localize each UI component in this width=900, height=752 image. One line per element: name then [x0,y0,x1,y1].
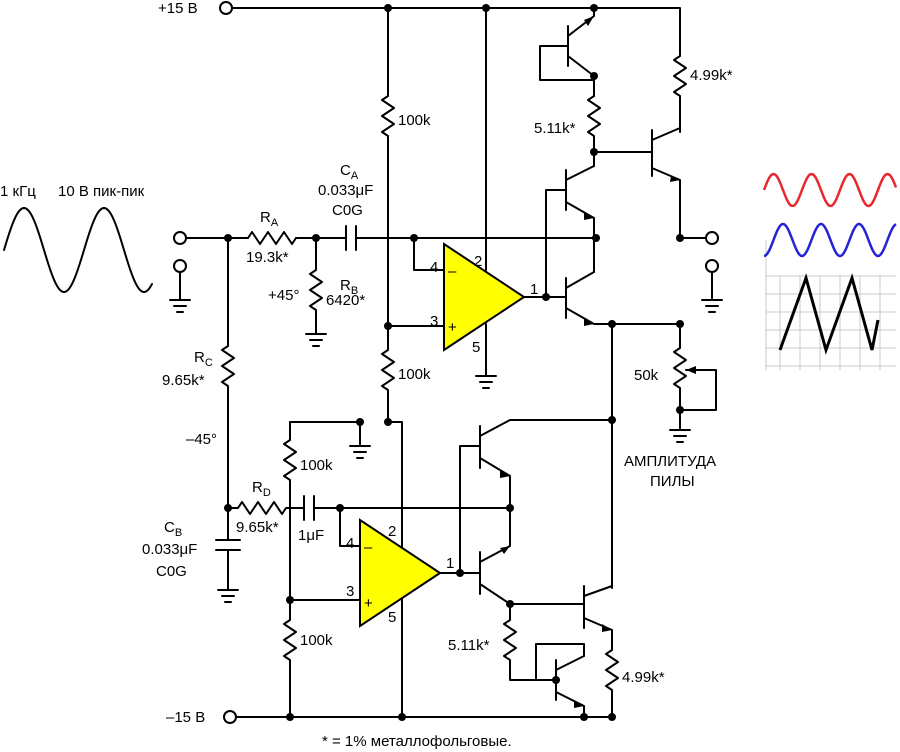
svg-text:4.99k*: 4.99k* [622,669,665,686]
svg-text:5.11k*: 5.11k* [448,637,490,654]
sawtooth-wave [778,273,880,355]
svg-text:5: 5 [472,339,480,356]
negative-rail-label: –15 В [166,709,205,726]
resistor-rc: RC 9.65k* [162,345,235,509]
capacitor-ca: CA 0.033μF C0G [318,162,373,251]
resistor-ra: RA 19.3k* [246,209,297,266]
capacitor-1uf: 1μF [298,495,324,544]
output-waveforms [762,172,898,370]
op-amp-2: – + 4 3 2 5 1 [346,518,454,628]
svg-text:0.033μF: 0.033μF [142,541,197,558]
resistor-100k-upper-top: 100k [381,7,431,327]
svg-text:19.3k*: 19.3k* [246,249,289,266]
resistor-rd: RD 9.65k* [227,479,305,536]
svg-text:C0G: C0G [156,563,187,580]
resistor-100k-lower-top: 100k [283,421,333,601]
svg-text:0.033μF: 0.033μF [318,182,373,199]
svg-text:CA: CA [340,162,359,182]
svg-text:1: 1 [530,281,538,298]
output-terminal [705,231,719,245]
blue-sine-wave [763,222,897,258]
svg-text:100k: 100k [398,366,431,383]
transistor-mirror-top [539,7,595,97]
input-sine-wave [3,207,153,293]
freq-label: 1 кГц [0,183,36,200]
svg-text:1: 1 [446,555,454,572]
svg-text:100k: 100k [398,112,431,129]
svg-text:9.65k*: 9.65k* [162,372,205,389]
svg-text:2: 2 [474,253,482,270]
potentiometer-50k: 50k АМПЛИТУДА ПИЛЫ [624,323,717,490]
negative-rail: –15 В [166,709,609,726]
svg-text:5.11k*: 5.11k* [534,120,576,137]
footnote: * = 1% металлофольговые. [322,733,512,750]
svg-text:RC: RC [194,349,213,369]
svg-text:–: – [448,263,457,280]
svg-text:100k: 100k [300,632,333,649]
svg-text:4: 4 [430,259,438,276]
resistor-100k-upper-bottom: 100k [381,325,431,423]
svg-text:3: 3 [346,583,354,600]
svg-text:6420*: 6420* [326,292,365,309]
svg-text:9.65k*: 9.65k* [236,519,279,536]
resistor-rb: RB 6420* +45° [268,237,365,347]
resistor-511k-lower: 5.11k* [448,603,557,681]
svg-text:1μF: 1μF [298,527,324,544]
input-ground-terminal [173,259,187,273]
svg-text:4: 4 [346,535,354,552]
transistor-q3-lower [509,585,613,632]
red-sine-wave [762,172,898,208]
capacitor-cb: CB 0.033μF C0G [142,507,241,603]
svg-text:50k: 50k [634,367,659,384]
transistor-q2-lower [479,507,511,605]
svg-text:RA: RA [260,209,279,229]
resistor-511k-upper: 5.11k* [534,95,601,153]
amplitude-label: 10 В пик-пик [58,183,145,200]
svg-text:RD: RD [252,479,271,499]
svg-text:100k: 100k [300,457,333,474]
transistor-q3-upper [565,237,613,326]
transistor-q1-lower [459,419,613,574]
transistor-q2-upper [545,151,595,298]
svg-text:+: + [364,595,373,612]
positive-rail: +15 В [158,0,681,41]
resistor-499k-lower: 4.99k* [605,629,665,718]
resistor-100k-lower-bottom: 100k [283,599,333,718]
resistor-499k-upper: 4.99k* [673,39,733,133]
svg-text:CB: CB [164,519,182,539]
svg-text:–: – [364,539,373,556]
input-terminal [173,231,187,245]
scope-grid [765,240,896,370]
op-amp-1: – + 4 3 2 5 1 [430,242,538,356]
svg-text:3: 3 [430,313,438,330]
svg-text:C0G: C0G [332,202,363,219]
svg-text:+45°: +45° [268,287,299,304]
output-ground-terminal [705,259,719,273]
junction-dots [224,4,684,721]
svg-text:RB: RB [340,277,358,297]
positive-rail-label: +15 В [158,0,198,17]
minus-45-label: –45° [186,431,217,448]
svg-text:5: 5 [388,609,396,626]
transistor-q-right-upper [593,127,681,239]
svg-text:4.99k*: 4.99k* [690,67,733,84]
svg-text:АМПЛИТУДА: АМПЛИТУДА [624,453,716,470]
svg-text:+: + [448,319,457,336]
svg-text:ПИЛЫ: ПИЛЫ [650,473,695,490]
svg-text:2: 2 [388,523,396,540]
